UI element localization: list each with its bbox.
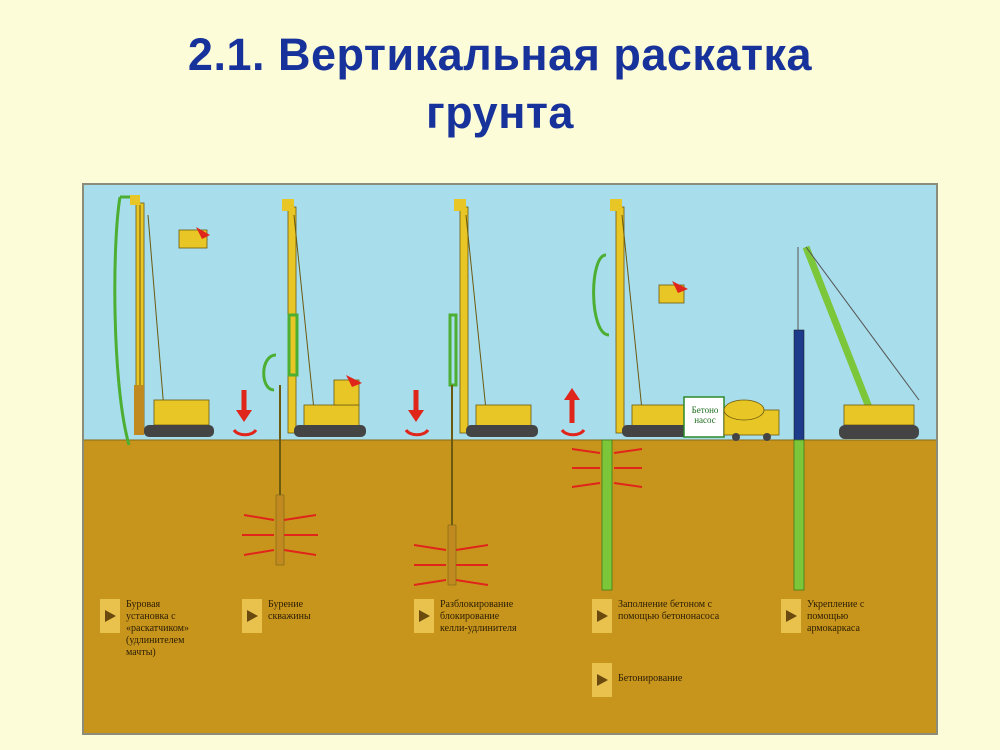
step-caption-1: Буровая установка с «раскатчиком» (удлин… (100, 599, 220, 659)
compaction-arrows-3 (413, 544, 489, 586)
step-text-4: Заполнение бетоном с помощью бетононасос… (618, 599, 720, 622)
ground (84, 440, 936, 733)
step-text-2: Бурение скважины (268, 599, 311, 622)
process-diagram: Бетоно насос Буровая установка с «раскат… (82, 183, 938, 735)
page-title: 2.1. Вертикальная раскатка грунта (0, 26, 1000, 142)
play-arrow-icon (242, 599, 262, 633)
step-caption-2: Бурение скважины (242, 599, 362, 633)
drill-rig-1 (113, 195, 214, 446)
step-text-1: Буровая установка с «раскатчиком» (удлин… (126, 599, 190, 658)
rotation-arrow-up-4 (560, 388, 586, 437)
compaction-arrows-4 (571, 448, 643, 488)
step-caption-5: Укрепление с помощью армокаркаса (781, 599, 921, 635)
drill-rig-3 (447, 199, 538, 586)
concrete-pump-truck (683, 396, 780, 441)
play-arrow-icon (592, 663, 612, 697)
step-caption-concreting: Бетонирование (592, 663, 772, 697)
step-caption-4: Заполнение бетоном с помощью бетононасос… (592, 599, 772, 633)
step-text-3: Разблокирование блокирование келли-удлин… (440, 599, 517, 634)
step-caption-3: Разблокирование блокирование келли-удлин… (414, 599, 574, 635)
drill-rig-2 (262, 199, 366, 566)
play-arrow-icon (414, 599, 434, 633)
play-arrow-icon (781, 599, 801, 633)
diagram-canvas (84, 185, 936, 733)
concrete-pump-label: Бетоно насос (691, 405, 719, 425)
step-text-5: Укрепление с помощью армокаркаса (807, 599, 865, 634)
crawler-crane (793, 245, 920, 591)
sky (84, 185, 936, 440)
play-arrow-icon (100, 599, 120, 633)
drill-rig-4 (592, 199, 694, 591)
rotation-arrow-down-3 (404, 390, 430, 437)
rotation-arrow-down-2 (232, 390, 258, 437)
title-line-2: грунта (426, 87, 574, 138)
compaction-arrows-2 (242, 514, 318, 556)
play-arrow-icon (592, 599, 612, 633)
title-line-1: 2.1. Вертикальная раскатка (187, 29, 813, 80)
step-text-concreting: Бетонирование (618, 673, 683, 684)
